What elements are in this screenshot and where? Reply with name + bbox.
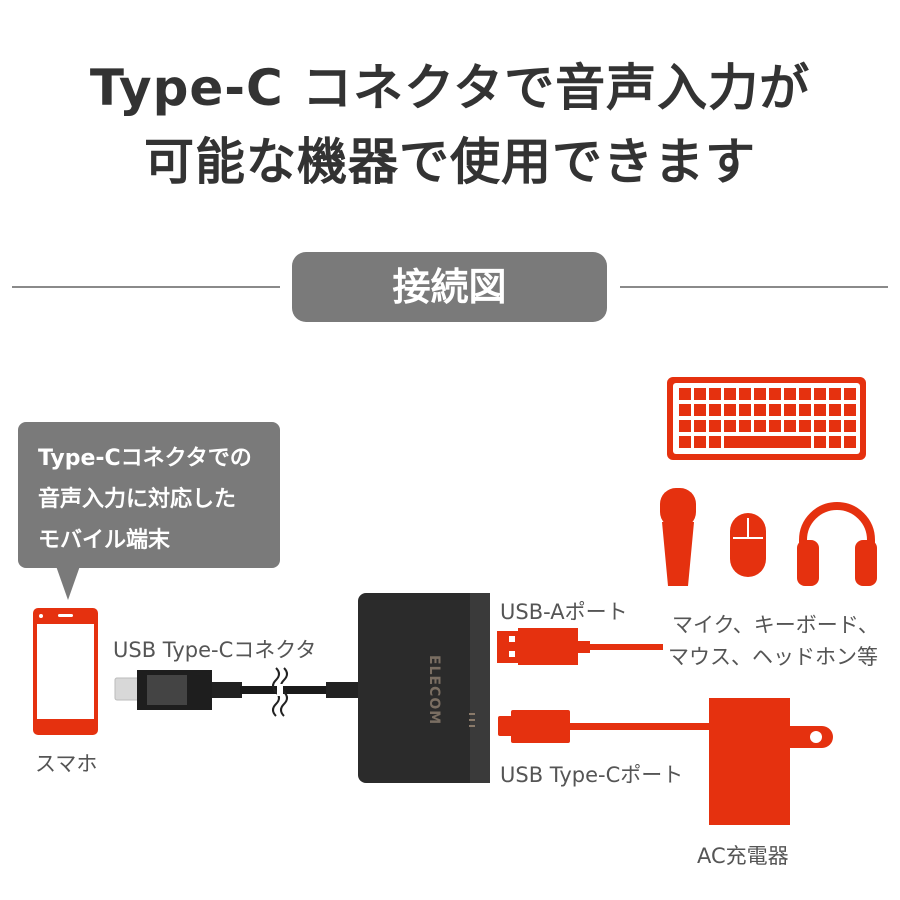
keyboard-spacebar — [724, 436, 811, 448]
devices-label-line-2: マウス、ヘッドホン等 — [668, 645, 878, 669]
speech-bubble: Type-Cコネクタでの 音声入力に対応した モバイル端末 — [18, 422, 280, 568]
keyboard-key — [694, 420, 706, 432]
keyboard-key — [739, 388, 751, 400]
keyboard-key — [769, 420, 781, 432]
headphones-icon — [797, 502, 877, 586]
section-heading: 接続図 — [292, 252, 607, 322]
smartphone-label: スマホ — [35, 752, 98, 776]
keyboard-key — [829, 436, 841, 448]
keyboard-key — [739, 404, 751, 416]
bubble-line-2: 音声入力に対応した — [38, 487, 237, 512]
keyboard-key — [709, 436, 721, 448]
keyboard-key — [739, 420, 751, 432]
keyboard-key — [814, 388, 826, 400]
usb-a-port-label: USB-Aポート — [500, 600, 628, 624]
keyboard-key — [679, 420, 691, 432]
keyboard-key — [799, 404, 811, 416]
keyboard-key — [679, 436, 691, 448]
keyboard-key — [784, 404, 796, 416]
title-line-1: Type-C コネクタで音声入力が — [89, 59, 811, 117]
keyboard-key — [769, 404, 781, 416]
keyboard-key — [814, 420, 826, 432]
bubble-line-1: Type-Cコネクタでの — [38, 446, 252, 471]
keyboard-key — [814, 436, 826, 448]
ac-charger-icon — [709, 698, 833, 825]
keyboard-key — [709, 404, 721, 416]
keyboard-key — [724, 420, 736, 432]
divider-right — [620, 286, 888, 288]
usb-c-cable-icon — [114, 667, 360, 717]
usb-a-plug-icon — [497, 628, 663, 665]
keyboard-key — [724, 404, 736, 416]
keyboard-key — [769, 388, 781, 400]
keyboard-key — [724, 388, 736, 400]
ac-charger-label: AC充電器 — [697, 844, 789, 868]
mouse-icon — [730, 513, 766, 577]
keyboard-key — [799, 388, 811, 400]
keyboard-key — [829, 388, 841, 400]
usb-c-port-label: USB Type-Cポート — [500, 763, 684, 787]
bubble-tail — [56, 566, 80, 600]
keyboard-key — [784, 420, 796, 432]
usb-c-connector-label: USB Type-Cコネクタ — [113, 638, 317, 662]
keyboard-key — [709, 388, 721, 400]
title-line-2: 可能な機器で使用できます — [144, 133, 756, 191]
keyboard-icon — [667, 377, 866, 460]
keyboard-key — [844, 404, 856, 416]
microphone-icon — [660, 488, 696, 586]
keyboard-key — [829, 404, 841, 416]
usb-c-plug-icon — [498, 710, 710, 743]
keyboard-key — [844, 420, 856, 432]
keyboard-key — [679, 388, 691, 400]
keyboard-key — [754, 404, 766, 416]
keyboard-key — [694, 436, 706, 448]
keyboard-key — [679, 404, 691, 416]
keyboard-key — [754, 388, 766, 400]
keyboard-key — [694, 388, 706, 400]
keyboard-key — [709, 420, 721, 432]
keyboard-key — [829, 420, 841, 432]
keyboard-key — [814, 404, 826, 416]
keyboard-key — [754, 420, 766, 432]
smartphone-icon — [33, 608, 98, 735]
adapter-device: ELECOM — [358, 593, 490, 783]
keyboard-key — [844, 388, 856, 400]
keyboard-key — [799, 420, 811, 432]
brand-logo: ELECOM — [426, 655, 442, 725]
devices-label-line-1: マイク、キーボード、 — [672, 613, 879, 637]
keyboard-key — [784, 388, 796, 400]
divider-left — [12, 286, 280, 288]
keyboard-key — [694, 404, 706, 416]
bubble-line-3: モバイル端末 — [38, 528, 171, 553]
keyboard-key — [844, 436, 856, 448]
